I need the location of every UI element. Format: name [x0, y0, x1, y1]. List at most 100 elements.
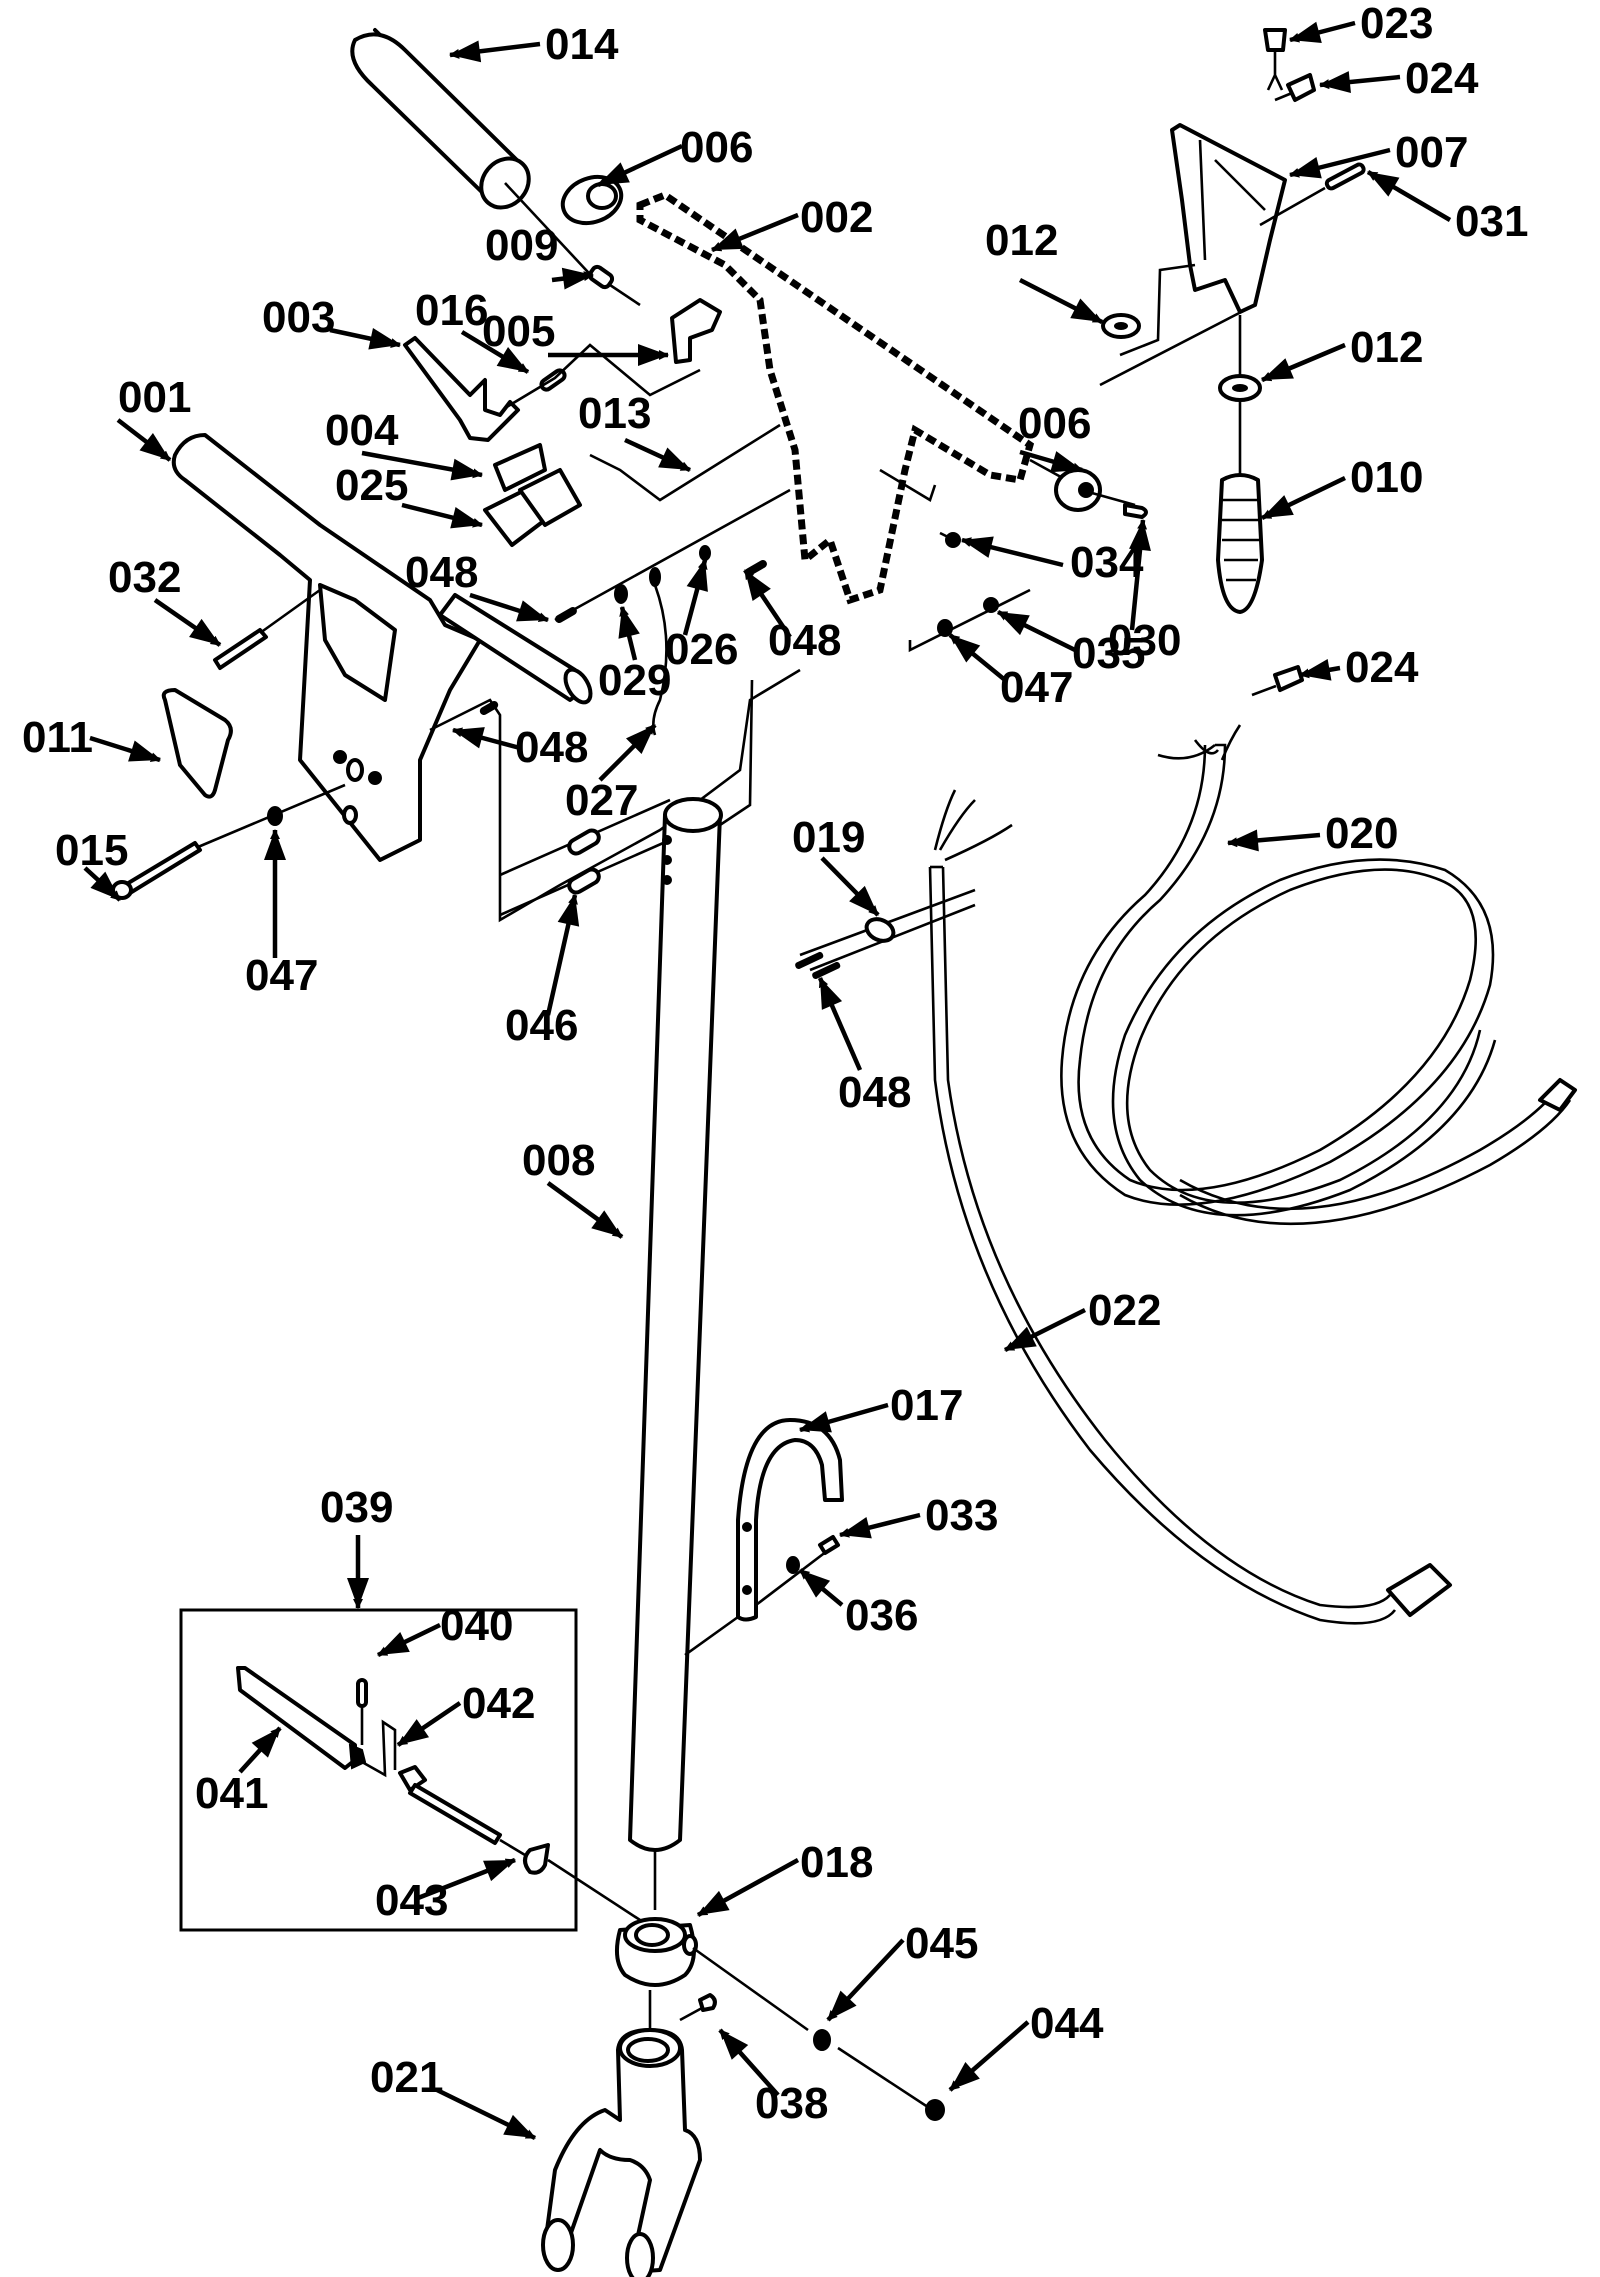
spring-009 — [587, 264, 641, 307]
arrowhead — [1005, 1326, 1037, 1350]
callout-036-washer: 036 — [798, 1568, 918, 1640]
callout-012-lock-nut-lower: 012 — [1261, 323, 1423, 383]
callout-026-nut: 026 — [665, 559, 738, 674]
wire-nut-024-cord — [1251, 665, 1304, 697]
pin-013 — [589, 423, 781, 502]
arrowhead — [1070, 298, 1102, 322]
arrowhead — [820, 978, 843, 1010]
nut-035-and-047-right — [908, 588, 1031, 653]
callout-032-screw: 032 — [108, 553, 222, 647]
callout-047-nut-right: 047 — [948, 633, 1073, 712]
callout-label: 017 — [890, 1381, 963, 1430]
actuator-005 — [670, 298, 722, 364]
callout-011-cover-plate: 011 — [22, 713, 161, 763]
arrowhead — [483, 1860, 515, 1882]
callout-045-washer: 045 — [826, 1919, 978, 2022]
arrowhead — [503, 2114, 535, 2138]
callout-043-clip: 043 — [375, 1857, 516, 1925]
arrowhead — [638, 344, 668, 366]
callout-005-actuator: 005 — [482, 307, 669, 366]
callout-label: 026 — [665, 625, 738, 674]
arrowhead — [450, 458, 482, 481]
callout-label: 007 — [1395, 128, 1468, 177]
callout-007-cord-hook-bracket: 007 — [1289, 128, 1468, 179]
bolt-015 — [111, 783, 346, 900]
screw-034 — [939, 531, 961, 548]
callout-label: 048 — [838, 1068, 911, 1117]
callout-038-screw: 038 — [718, 2028, 828, 2128]
callout-042-shaft: 042 — [396, 1679, 535, 1747]
callout-033-screw: 033 — [839, 1491, 998, 1540]
callout-label: 024 — [1345, 643, 1419, 692]
callout-label: 023 — [1360, 0, 1433, 48]
callout-label: 047 — [245, 951, 318, 1000]
callout-label: 012 — [985, 216, 1058, 265]
arrowhead — [1320, 71, 1351, 93]
arrowhead — [950, 635, 981, 663]
callout-label: 042 — [462, 1679, 535, 1728]
grip-sleeve-014 — [350, 28, 601, 286]
arrowhead — [368, 327, 400, 350]
callout-label: 012 — [1350, 323, 1423, 372]
callout-label: 048 — [405, 548, 478, 597]
shaft-042 — [398, 1765, 526, 1857]
callout-004-switch-block: 004 — [325, 406, 483, 481]
arrowhead — [1228, 829, 1259, 852]
arrowhead — [1262, 495, 1294, 518]
callout-label: 032 — [108, 553, 181, 602]
callout-018-collar: 018 — [696, 1838, 873, 1917]
callout-039-pedal-kit: 039 — [320, 1483, 393, 1609]
switch-block-004 — [493, 443, 547, 492]
callout-008-upright-tube: 008 — [522, 1136, 624, 1239]
callout-010-strain-relief: 010 — [1261, 453, 1423, 521]
callout-048-screw-center: 048 — [743, 568, 841, 665]
clip-043 — [523, 1843, 641, 1922]
callout-label: 013 — [578, 389, 651, 438]
callout-048-screws-clamp: 048 — [817, 977, 911, 1117]
lock-nut-012-upper — [1101, 313, 1141, 339]
trigger-lever-003 — [403, 336, 520, 442]
callout-002-handle-frame: 002 — [711, 193, 873, 253]
arrowhead — [720, 2030, 749, 2060]
callout-031-pin: 031 — [1366, 170, 1528, 246]
callout-035-nut: 035 — [997, 609, 1145, 678]
arrowhead — [450, 507, 482, 529]
callout-012-lock-nut-upper: 012 — [985, 216, 1104, 325]
callout-label: 038 — [755, 2079, 828, 2128]
lead-cord-022 — [928, 789, 1452, 1625]
callout-label: 003 — [262, 293, 335, 342]
callout-044-nut: 044 — [948, 1999, 1104, 2092]
arrowhead — [686, 560, 708, 592]
pedal-041 — [236, 1666, 397, 1778]
callout-label: 019 — [792, 813, 865, 862]
callout-025-micro-switches: 025 — [335, 461, 483, 529]
callout-label: 002 — [800, 193, 873, 242]
arrowhead — [398, 1719, 430, 1745]
wire-nut-024-top — [1274, 73, 1316, 102]
callout-013-pin: 013 — [578, 389, 691, 473]
arrowhead — [598, 162, 630, 185]
strain-relief-010 — [1216, 473, 1264, 614]
callout-046-spacers: 046 — [505, 894, 580, 1050]
pedal-kit-039-box — [179, 1608, 578, 1932]
callout-label: 022 — [1088, 1286, 1161, 1335]
arrowhead — [800, 1411, 832, 1433]
arrowhead — [698, 1890, 730, 1915]
callout-label: 024 — [1405, 54, 1479, 103]
callout-label: 039 — [320, 1483, 393, 1532]
pin-030 — [1123, 503, 1148, 519]
callout-label: 006 — [1018, 399, 1091, 448]
screw-032 — [213, 588, 321, 670]
arrowhead — [347, 1578, 369, 1608]
arrowhead — [378, 1632, 410, 1655]
callout-040-pin: 040 — [377, 1601, 513, 1658]
upright-tube-008 — [628, 679, 754, 1910]
cord-clamp-019 — [799, 888, 976, 972]
callout-label: 021 — [370, 2053, 443, 2102]
callout-017-cord-hook: 017 — [799, 1381, 963, 1433]
callout-label: 011 — [22, 713, 93, 762]
arrowhead — [496, 347, 528, 372]
screw-038 — [679, 1993, 717, 2022]
callout-048-screw-side: 048 — [452, 723, 588, 772]
